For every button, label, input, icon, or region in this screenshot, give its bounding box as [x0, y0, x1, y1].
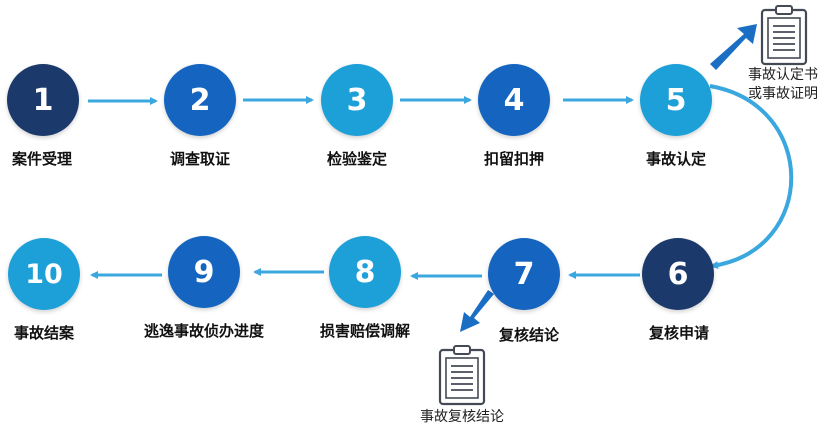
callout-arrow-bottom [460, 290, 494, 332]
output-top-text: 事故认定书 或事故证明 [740, 66, 826, 104]
step-4-label: 扣留扣押 [483, 150, 544, 168]
output-bottom-line-1: 事故复核结论 [420, 409, 504, 425]
step-1-label: 案件受理 [11, 150, 72, 168]
step-2-label: 调查取证 [169, 150, 230, 168]
step-3-label: 检验鉴定 [326, 150, 387, 168]
clipboard-document-icon [760, 5, 808, 66]
callout-arrow-top [710, 24, 757, 70]
step-9-circle: 9 [168, 236, 240, 308]
step-5-circle: 5 [640, 64, 712, 136]
step-2-circle: 2 [164, 64, 236, 136]
curve-5-to-6 [709, 84, 794, 270]
step-6-label: 复核申请 [648, 324, 709, 342]
step-10-circle: 10 [8, 238, 80, 310]
step-6-circle: 6 [642, 238, 714, 310]
step-8-circle: 8 [329, 236, 401, 308]
step-5-label: 事故认定 [645, 150, 706, 168]
clipboard-document-icon [438, 345, 486, 406]
output-bottom-text: 事故复核结论 [412, 408, 512, 427]
step-1-circle: 1 [7, 64, 79, 136]
output-top-line-1: 事故认定书 [748, 67, 818, 83]
output-top-line-2: 或事故证明 [748, 86, 818, 102]
step-10-label: 事故结案 [13, 324, 74, 342]
step-3-circle: 3 [321, 64, 393, 136]
step-9-label: 逃逸事故侦办进度 [143, 322, 264, 340]
step-7-circle: 7 [488, 238, 560, 310]
step-8-label: 损害赔偿调解 [319, 322, 410, 340]
step-4-circle: 4 [478, 64, 550, 136]
step-7-label: 复核结论 [498, 326, 559, 344]
